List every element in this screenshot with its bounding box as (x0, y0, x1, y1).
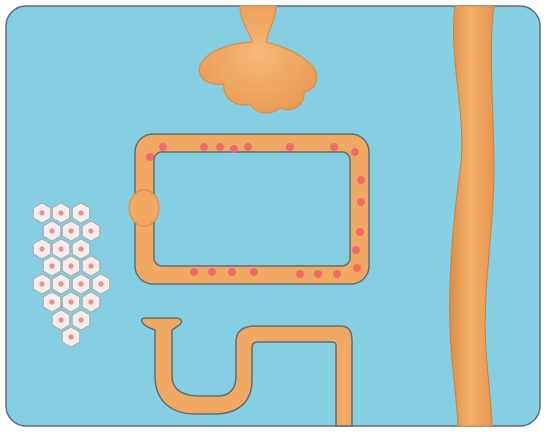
granule (216, 143, 224, 151)
cell-nucleus (58, 317, 63, 322)
granule (351, 148, 359, 156)
granule (333, 270, 341, 278)
granule (200, 143, 208, 151)
cell-nucleus (78, 281, 83, 286)
cell-nucleus (58, 210, 63, 215)
cell (43, 256, 60, 276)
granule (352, 246, 360, 254)
cell-nucleus (68, 263, 73, 268)
granule (244, 143, 252, 151)
cell (62, 327, 79, 347)
cell (72, 203, 89, 223)
cell (43, 292, 60, 312)
granule (286, 143, 294, 151)
cell (33, 203, 50, 223)
cell (82, 292, 99, 312)
cell (62, 256, 79, 276)
cell (82, 256, 99, 276)
cell-nucleus (68, 299, 73, 304)
granule (228, 268, 236, 276)
granule (296, 270, 304, 278)
cell (72, 239, 89, 259)
cell-nucleus (58, 281, 63, 286)
cell (43, 221, 60, 241)
cell (52, 239, 69, 259)
cell-nucleus (88, 228, 93, 233)
cell-nucleus (98, 281, 103, 286)
cell-nucleus (68, 228, 73, 233)
cell (62, 221, 79, 241)
granule (159, 143, 167, 151)
cell (92, 274, 109, 294)
granule (330, 143, 338, 151)
granule (146, 153, 154, 161)
cell (52, 274, 69, 294)
cell (82, 221, 99, 241)
granule (190, 268, 198, 276)
granule (356, 228, 364, 236)
cell-nucleus (39, 246, 44, 251)
cell-nucleus (78, 246, 83, 251)
granule (314, 270, 322, 278)
cell (52, 310, 69, 330)
right-vertical-band (450, 6, 494, 426)
rectangular-tubular-loop (129, 134, 369, 284)
granule (250, 268, 258, 276)
cell (72, 310, 89, 330)
cell (33, 239, 50, 259)
cell (52, 203, 69, 223)
granule (357, 198, 365, 206)
granule (357, 176, 365, 184)
cell-nucleus (78, 210, 83, 215)
granule (230, 145, 238, 153)
cell-nucleus (58, 246, 63, 251)
cell-nucleus (78, 317, 83, 322)
granule (208, 268, 216, 276)
cell-nucleus (39, 281, 44, 286)
loop-swelling (129, 190, 159, 226)
cell-nucleus (49, 263, 54, 268)
cell-nucleus (88, 263, 93, 268)
cell-nucleus (88, 299, 93, 304)
granule (353, 264, 361, 272)
cell-nucleus (49, 299, 54, 304)
cell (33, 274, 50, 294)
cell-nucleus (68, 334, 73, 339)
cell-nucleus (39, 210, 44, 215)
cell-nucleus (49, 228, 54, 233)
cell (72, 274, 89, 294)
cell (62, 292, 79, 312)
